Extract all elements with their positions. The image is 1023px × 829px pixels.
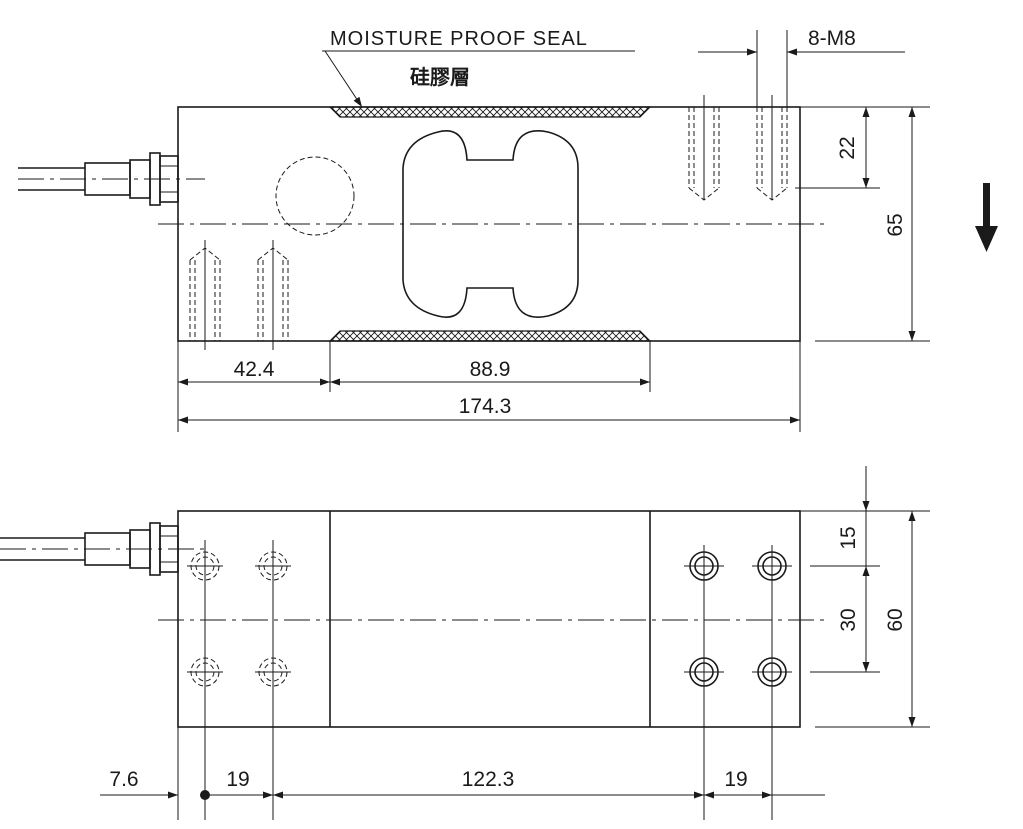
dim-lengths-top: 42.4 88.9 174.3 <box>177 341 801 432</box>
dim-174-3-label: 174.3 <box>459 395 512 418</box>
seal-callout: MOISTURE PROOF SEAL 硅膠層 <box>322 28 635 108</box>
moisture-seal-top <box>328 106 652 118</box>
seal-label-en: MOISTURE PROOF SEAL <box>330 28 588 50</box>
load-cell-body-bottom <box>177 510 801 728</box>
dim-15-label: 15 <box>837 526 860 549</box>
dim-30-label: 30 <box>837 608 860 631</box>
left-bolt-holes-hidden <box>187 551 291 687</box>
dim-19-right-label: 19 <box>724 768 747 791</box>
dim-22-label: 22 <box>836 136 859 159</box>
dim-65-label: 65 <box>884 213 907 236</box>
dim-7-6-label: 7.6 <box>109 768 138 791</box>
dim-88-9-label: 88.9 <box>470 358 511 381</box>
right-bolt-holes <box>684 551 792 687</box>
down-arrow-icon <box>975 183 998 252</box>
dim-lengths-bottom: 7.6 19 122.3 19 <box>100 768 825 800</box>
cable-connector-bottom <box>0 522 205 576</box>
dim-hole-depth: 22 <box>795 106 930 189</box>
moisture-seal-bottom <box>328 330 652 342</box>
dim-widths-right: 15 30 60 <box>800 466 930 728</box>
dim-height: 65 <box>815 107 930 342</box>
strain-cutout <box>402 130 579 318</box>
top-view: MOISTURE PROOF SEAL 硅膠層 8-M8 22 65 <box>18 27 998 432</box>
seal-label-cn: 硅膠層 <box>410 65 470 89</box>
dim-122-3-label: 122.3 <box>462 768 515 791</box>
cable-connector-top <box>18 152 205 206</box>
dim-19-left-label: 19 <box>226 768 249 791</box>
thread-label: 8-M8 <box>808 27 856 50</box>
bottom-view: 15 30 60 7.6 19 122.3 19 <box>0 466 930 820</box>
dim-60-label: 60 <box>884 608 907 631</box>
right-hidden-holes <box>688 95 788 201</box>
dim-42-4-label: 42.4 <box>234 358 275 381</box>
hidden-cable-bore <box>275 156 355 236</box>
left-hidden-holes <box>189 240 289 350</box>
thread-callout: 8-M8 <box>698 27 905 107</box>
